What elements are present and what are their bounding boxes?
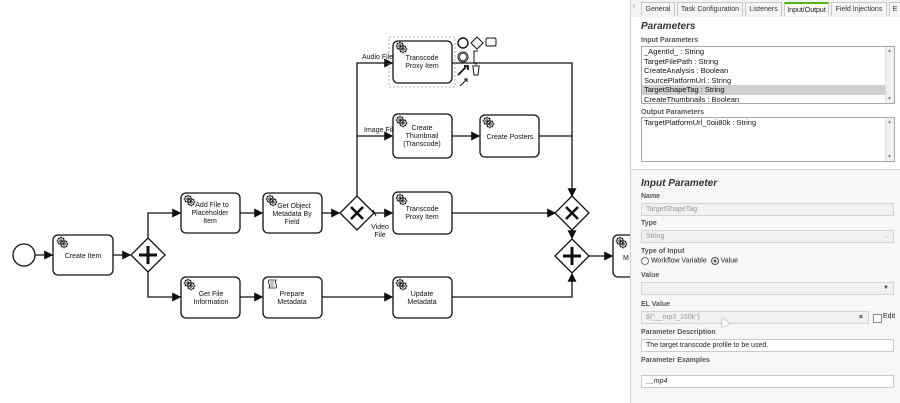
parameter-examples-label: Parameter Examples bbox=[641, 357, 710, 364]
script-icon bbox=[268, 279, 277, 289]
properties-panel: ‹ General Task Configuration Listeners I… bbox=[630, 0, 900, 403]
svg-text:Create Posters: Create Posters bbox=[487, 134, 534, 141]
value-select[interactable]: ▼ bbox=[641, 282, 894, 295]
output-parameter-item[interactable]: TargetPlatformUrl_0oii80k : String bbox=[644, 118, 757, 127]
text-annotation-icon[interactable] bbox=[473, 50, 478, 64]
type-label: Type bbox=[641, 220, 657, 227]
type-of-input-label: Type of Input bbox=[641, 248, 685, 255]
input-parameter-item[interactable]: _AgentId_ : String bbox=[644, 47, 705, 56]
input-parameter-item[interactable]: CreateAnalysis : Boolean bbox=[644, 66, 729, 75]
task-create-posters[interactable]: Create Posters bbox=[479, 114, 540, 158]
start-event[interactable] bbox=[12, 243, 36, 267]
flow-fork-lower bbox=[147, 272, 182, 302]
tab-task-configuration[interactable]: Task Configuration bbox=[677, 2, 743, 16]
parallel-join-gateway[interactable] bbox=[554, 238, 590, 274]
flow-label-audio: Audio File bbox=[362, 54, 393, 61]
input-parameter-title: Input Parameter bbox=[641, 178, 718, 189]
append-gateway-icon[interactable] bbox=[470, 36, 484, 50]
parameter-examples-value: __mp4 bbox=[646, 378, 668, 385]
context-pad[interactable] bbox=[457, 36, 497, 87]
output-parameters-label: Output Parameters bbox=[641, 109, 705, 116]
input-parameter-detail: Input Parameter Name TargetShapeTag Type… bbox=[631, 171, 900, 403]
output-list-scrollbar[interactable]: ▲▼ bbox=[885, 118, 894, 161]
svg-text:CreateThumbnail(Transcode): CreateThumbnail(Transcode) bbox=[403, 125, 440, 148]
parallel-fork-gateway[interactable] bbox=[130, 237, 166, 273]
delete-icon[interactable] bbox=[472, 63, 480, 76]
input-parameter-item[interactable]: TargetFilePath : String bbox=[644, 56, 719, 66]
parameters-section: Parameters Input Parameters _AgentId_ : … bbox=[631, 17, 900, 170]
radio-value-label: Value bbox=[720, 257, 739, 265]
input-parameter-item[interactable]: SourcePlatformUrl : String bbox=[644, 75, 732, 85]
el-value-field: ${"__mp3_160k"} × bbox=[641, 311, 869, 324]
input-parameters-label: Input Parameters bbox=[641, 37, 699, 44]
parameters-title: Parameters bbox=[641, 21, 696, 32]
name-label: Name bbox=[641, 193, 661, 200]
tab-field-injections[interactable]: Field Injections bbox=[831, 2, 887, 16]
chevron-down-icon: ⌵ bbox=[883, 233, 889, 240]
el-value-text: ${"__mp3_160k"} bbox=[646, 314, 701, 321]
clear-icon[interactable]: × bbox=[858, 314, 863, 321]
parameter-description-field[interactable]: The target transcode profile to be used. bbox=[641, 339, 894, 352]
name-field: TargetShapeTag bbox=[641, 203, 894, 216]
edit-checkbox[interactable] bbox=[873, 314, 882, 323]
radio-workflow-variable-label: Workflow Variable bbox=[650, 257, 707, 265]
type-select: String ⌵ bbox=[641, 230, 894, 243]
input-list-scrollbar[interactable]: ▲▼ bbox=[885, 47, 894, 103]
tab-scroll-left-icon[interactable]: ‹ bbox=[633, 3, 636, 10]
value-label: Value bbox=[641, 272, 660, 279]
tab-input-output[interactable]: Input/Output bbox=[784, 2, 829, 16]
svg-text:M: M bbox=[623, 255, 629, 262]
tab-extensions[interactable]: E bbox=[889, 2, 900, 16]
flow-update-to-join bbox=[452, 272, 577, 298]
append-end-event-icon[interactable] bbox=[457, 37, 469, 49]
flow-xor-audio bbox=[356, 58, 394, 196]
wrench-icon[interactable] bbox=[457, 65, 469, 76]
output-parameters-list[interactable]: TargetPlatformUrl_0oii80k : String ▲▼ bbox=[641, 117, 895, 162]
task-create-item[interactable]: Create Item bbox=[52, 234, 114, 276]
parameter-description-label: Parameter Description bbox=[641, 329, 716, 336]
radio-workflow-variable[interactable] bbox=[641, 257, 649, 265]
edit-checkbox-label: Edit bbox=[883, 313, 896, 320]
tab-general[interactable]: General bbox=[641, 2, 675, 16]
selection-outline bbox=[388, 36, 456, 88]
type-of-input-group: Workflow Variable Value bbox=[641, 257, 738, 265]
flow-fork-upper bbox=[147, 208, 182, 238]
connect-arrow-icon[interactable] bbox=[459, 78, 468, 87]
append-task-icon[interactable] bbox=[485, 37, 497, 47]
flow-label-image: Image File bbox=[364, 127, 397, 134]
input-parameter-item[interactable]: CreateThumbnails : Boolean bbox=[644, 94, 740, 104]
flow-audio-to-join bbox=[452, 62, 577, 198]
radio-value[interactable] bbox=[710, 257, 719, 265]
el-value-label: EL Value bbox=[641, 301, 671, 308]
svg-text:Create Item: Create Item bbox=[65, 253, 102, 260]
type-select-value: String bbox=[646, 233, 665, 240]
task-partial-right[interactable]: M bbox=[612, 234, 630, 278]
caret-down-icon: ▼ bbox=[883, 285, 889, 291]
tab-bar: ‹ General Task Configuration Listeners I… bbox=[631, 0, 900, 18]
exclusive-split-gateway[interactable] bbox=[339, 195, 375, 231]
input-parameter-item[interactable]: TargetShapeTag : String bbox=[642, 85, 894, 95]
tab-listeners[interactable]: Listeners bbox=[745, 2, 782, 16]
parameter-examples-field[interactable]: __mp4 bbox=[641, 375, 894, 388]
exclusive-join-gateway[interactable] bbox=[554, 195, 590, 231]
